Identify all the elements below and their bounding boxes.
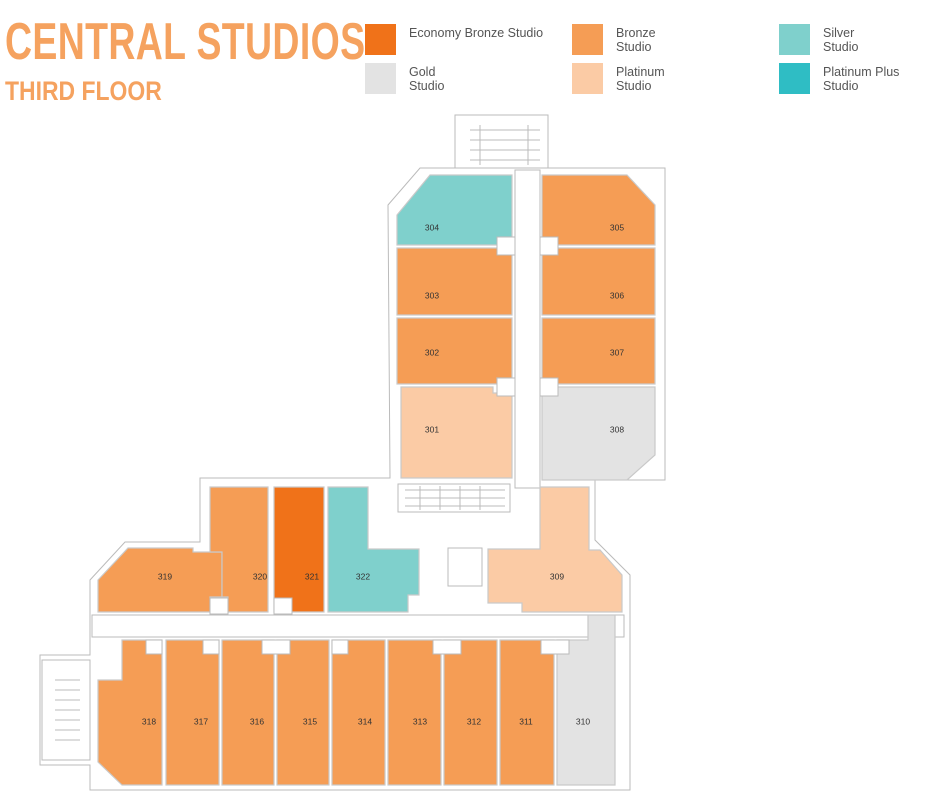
room-305[interactable]: 305 xyxy=(541,174,656,246)
north-corridor xyxy=(514,169,541,489)
room-315[interactable]: 315 xyxy=(276,639,330,786)
room-number: 304 xyxy=(425,222,439,232)
north-stairwell xyxy=(454,114,549,174)
legend-swatch xyxy=(779,63,810,94)
room-317[interactable]: 317 xyxy=(165,639,220,786)
room-306[interactable]: 306 xyxy=(541,247,656,316)
room-number: 301 xyxy=(425,424,439,434)
room-307[interactable]: 307 xyxy=(541,317,656,385)
room-number: 312 xyxy=(467,716,481,726)
room-number: 314 xyxy=(358,716,372,726)
room-number: 302 xyxy=(425,347,439,357)
room-310[interactable]: 310 xyxy=(556,614,616,786)
room-number: 307 xyxy=(610,347,624,357)
page-title: CENTRAL STUDIOS xyxy=(5,13,366,71)
legend-item-economy-bronze: Economy Bronze Studio xyxy=(365,24,549,55)
room-302[interactable]: 302 xyxy=(396,317,513,385)
room-number: 308 xyxy=(610,424,624,434)
room-number: 316 xyxy=(250,716,264,726)
legend-item-platinum: Platinum Studio xyxy=(572,63,686,94)
stairs xyxy=(55,125,540,741)
room-number: 320 xyxy=(253,571,267,581)
room-303[interactable]: 303 xyxy=(396,247,513,316)
elevator xyxy=(447,547,483,587)
room-number: 303 xyxy=(425,290,439,300)
legend-swatch xyxy=(572,24,603,55)
room-number: 305 xyxy=(610,222,624,232)
legend-item-gold: Gold Studio xyxy=(365,63,469,94)
room-number: 321 xyxy=(305,571,319,581)
floor-subtitle: THIRD FLOOR xyxy=(5,76,162,106)
room-301[interactable]: 301 xyxy=(400,386,513,479)
legend-label: Platinum Plus Studio xyxy=(823,65,900,93)
south-corridor xyxy=(91,614,625,638)
room-321[interactable]: 321 xyxy=(273,486,325,613)
room-318[interactable]: 318 xyxy=(97,639,163,786)
legend-item-bronze: Bronze Studio xyxy=(572,24,686,55)
room-314[interactable]: 314 xyxy=(331,639,386,786)
room-number: 306 xyxy=(610,290,624,300)
room-312[interactable]: 312 xyxy=(443,639,498,786)
legend-label: Silver Studio xyxy=(823,26,859,54)
room-number: 311 xyxy=(519,716,533,726)
legend-swatch xyxy=(779,24,810,55)
west-stairwell xyxy=(41,659,91,761)
room-number: 315 xyxy=(303,716,317,726)
room-308[interactable]: 308 xyxy=(541,386,656,481)
room-number: 317 xyxy=(194,716,208,726)
legend-item-silver: Silver Studio xyxy=(779,24,883,55)
legend-label: Economy Bronze Studio xyxy=(409,26,544,40)
room-number: 313 xyxy=(413,716,427,726)
room-number: 310 xyxy=(576,716,590,726)
room-number: 309 xyxy=(550,571,564,581)
room-311[interactable]: 311 xyxy=(499,639,555,786)
room-322[interactable]: 322 xyxy=(327,486,420,613)
legend-label: Bronze Studio xyxy=(616,26,656,54)
room-number: 322 xyxy=(356,571,370,581)
legend-label: Platinum Studio xyxy=(616,65,665,93)
room-316[interactable]: 316 xyxy=(221,639,275,786)
room-number: 319 xyxy=(158,571,172,581)
room-309[interactable]: 309 xyxy=(487,486,623,613)
legend-swatch xyxy=(572,63,603,94)
entry-lobbies xyxy=(145,236,570,655)
room-number: 318 xyxy=(142,716,156,726)
legend-swatch xyxy=(365,63,396,94)
legend-swatch xyxy=(365,24,396,55)
legend-item-platinum-plus: Platinum Plus Studio xyxy=(779,63,903,94)
legend-label: Gold Studio xyxy=(409,65,445,93)
room-313[interactable]: 313 xyxy=(387,639,442,786)
room-320[interactable]: 320 xyxy=(209,486,269,613)
